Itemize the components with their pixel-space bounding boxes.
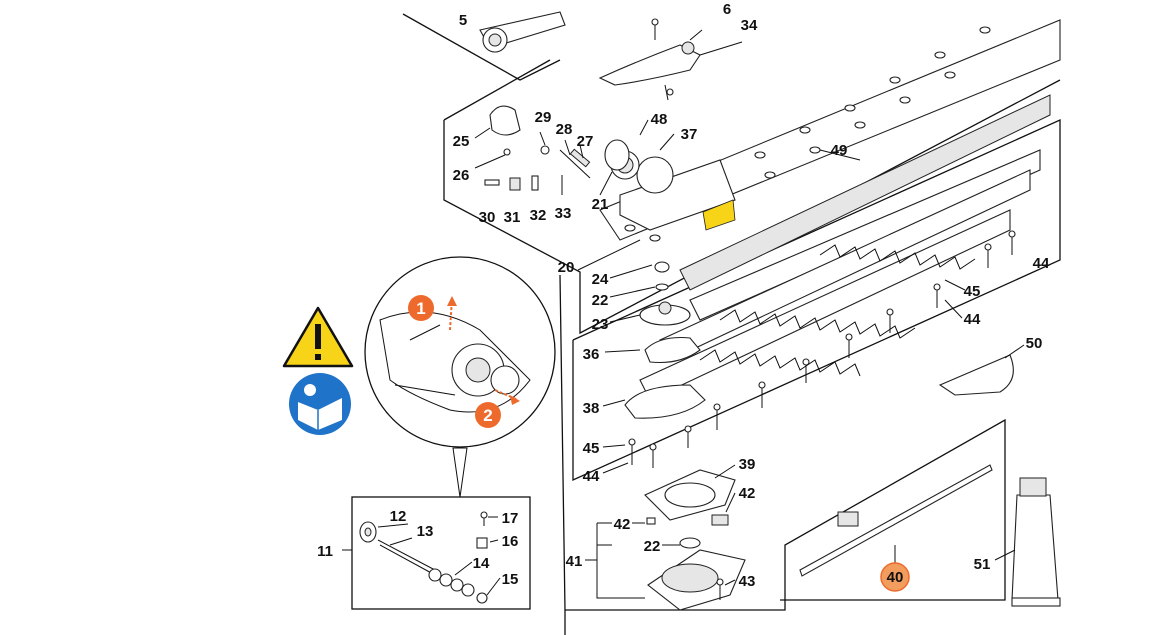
callout-36: 36 — [583, 346, 600, 363]
gearbox-internals — [624, 261, 706, 419]
callout-5: 5 — [459, 12, 467, 29]
handle-part — [598, 41, 701, 86]
callout-44-top-right: 44 — [1033, 255, 1050, 272]
callout-44-right: 44 — [964, 311, 981, 328]
step-badge-2-text: 2 — [483, 406, 492, 425]
callout-30: 30 — [479, 209, 496, 226]
callout-37: 37 — [681, 126, 698, 143]
callout-41: 41 — [566, 553, 583, 570]
small-parts-row — [484, 139, 630, 195]
cutting-guard — [938, 354, 1014, 396]
callout-34: 34 — [741, 17, 758, 34]
callout-29: 29 — [535, 109, 552, 126]
leader-lines — [377, 29, 1025, 599]
callout-22-upper: 22 — [592, 292, 609, 309]
callout-25: 25 — [453, 133, 470, 150]
callout-24: 24 — [592, 271, 609, 288]
callout-42-left: 42 — [614, 516, 631, 533]
step-badge-1-text: 1 — [416, 299, 425, 318]
callout-14: 14 — [473, 555, 490, 572]
callout-labels: 5 6 34 25 26 29 28 27 48 37 49 21 30 31 … — [317, 1, 1050, 590]
warning-label-on-housing — [702, 199, 736, 231]
callout-16: 16 — [502, 533, 519, 550]
callout-20: 20 — [558, 259, 575, 276]
callout-31: 31 — [504, 209, 521, 226]
bar-holes — [624, 26, 991, 242]
read-manual-icon — [289, 373, 351, 435]
callout-40: 40 — [887, 569, 904, 586]
callout-45-right: 45 — [964, 283, 981, 300]
gear-cover-group — [644, 469, 746, 611]
callout-15: 15 — [502, 571, 519, 588]
callout-28: 28 — [556, 121, 573, 138]
step-badge-2: 2 — [475, 402, 501, 428]
callout-13: 13 — [417, 523, 434, 540]
callout-42-right: 42 — [739, 485, 756, 502]
callout-49: 49 — [831, 142, 848, 159]
drive-shaft — [479, 11, 566, 53]
callout-39: 39 — [739, 456, 756, 473]
callout-17: 17 — [502, 510, 519, 527]
callout-45-left: 45 — [583, 440, 600, 457]
callout-43: 43 — [739, 573, 756, 590]
callout-6: 6 — [723, 1, 731, 18]
step-badge-1: 1 — [408, 295, 434, 321]
callout-27: 27 — [577, 133, 594, 150]
callout-40-highlight: 40 — [880, 562, 910, 592]
piston-kit-box — [342, 496, 531, 610]
callout-33: 33 — [555, 205, 572, 222]
callout-38: 38 — [583, 400, 600, 417]
callout-51: 51 — [974, 556, 991, 573]
grease-tube — [1011, 477, 1061, 607]
callout-26: 26 — [453, 167, 470, 184]
blade-guard-strip — [799, 464, 993, 577]
callout-50: 50 — [1026, 335, 1043, 352]
callout-48: 48 — [651, 111, 668, 128]
callout-22-lower: 22 — [644, 538, 661, 555]
screws — [628, 18, 1016, 600]
clip-part — [489, 105, 521, 136]
callout-23: 23 — [592, 316, 609, 333]
gear-housing — [610, 150, 736, 231]
callout-21: 21 — [592, 196, 609, 213]
detail-inset — [364, 256, 556, 498]
callout-11: 11 — [317, 543, 333, 560]
callout-12: 12 — [390, 508, 407, 525]
callout-32: 32 — [530, 207, 547, 224]
callout-44-left: 44 — [583, 468, 600, 485]
warning-triangle-icon — [282, 306, 354, 368]
